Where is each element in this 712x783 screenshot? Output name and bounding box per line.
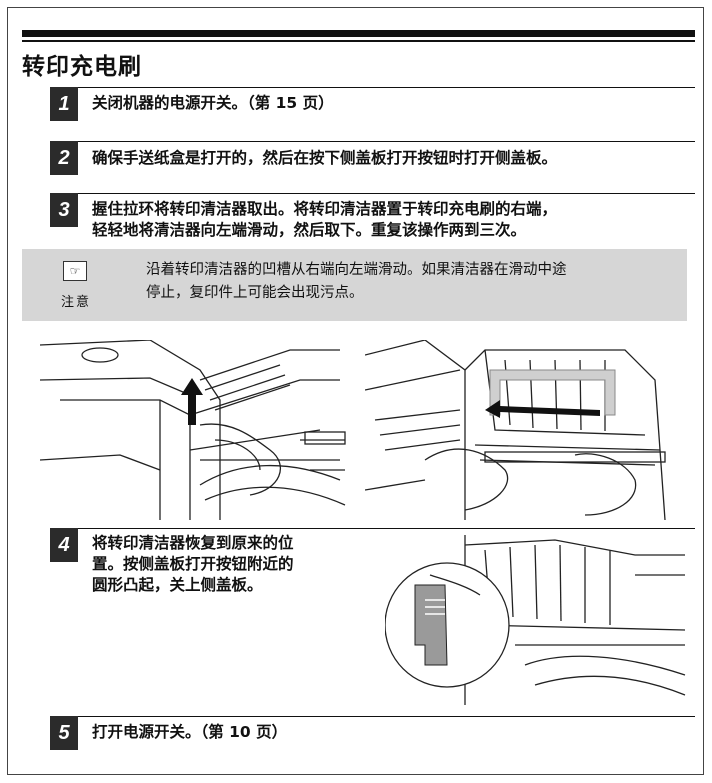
step-text: 确保手送纸盒是打开的，然后在按下侧盖板打开按钮时打开侧盖板。 — [92, 149, 558, 167]
step-number: 2 — [50, 141, 78, 175]
step-text-line-1: 将转印清洁器恢复到原来的位 — [92, 534, 294, 552]
note-text-line-1: 沿着转印清洁器的凹槽从右端向左端滑动。如果清洁器在滑动中途 — [146, 262, 567, 278]
step-number: 1 — [50, 87, 78, 121]
step-text-line-3: 圆形凸起，关上侧盖板。 — [92, 576, 263, 594]
note-label: 注意 — [61, 295, 92, 310]
step-rule — [50, 193, 695, 194]
illustration-slide-cleaner — [365, 340, 675, 520]
step-text: 关闭机器的电源开关。（第 15 页） — [92, 94, 334, 112]
header-rule-thin — [22, 40, 695, 42]
step-rule — [50, 141, 695, 142]
illustration-close-cover — [385, 535, 690, 705]
pointing-hand-icon: ☞ — [63, 261, 87, 281]
step-text-line-1: 握住拉环将转印清洁器取出。将转印清洁器置于转印充电刷的右端， — [92, 200, 558, 218]
note-text: 沿着转印清洁器的凹槽从右端向左端滑动。如果清洁器在滑动中途 停止，复印件上可能会… — [146, 259, 686, 305]
note-box: ☞ 注意 沿着转印清洁器的凹槽从右端向左端滑动。如果清洁器在滑动中途 停止，复印… — [22, 249, 687, 321]
step-text-line-2: 轻轻地将清洁器向左端滑动，然后取下。重复该操作两到三次。 — [92, 221, 527, 239]
step-number: 3 — [50, 193, 78, 227]
step-text: 打开电源开关。（第 10 页） — [92, 723, 288, 741]
header-rule-thick — [22, 30, 695, 37]
illustration-remove-cleaner — [40, 340, 350, 520]
step-text-line-2: 置。按侧盖板打开按钮附近的 — [92, 555, 294, 573]
page-title: 转印充电刷 — [22, 54, 142, 80]
step-number: 5 — [50, 716, 78, 750]
step-number: 4 — [50, 528, 78, 562]
step-rule — [50, 528, 695, 529]
note-text-line-2: 停止，复印件上可能会出现污点。 — [146, 285, 364, 301]
step-rule — [50, 716, 695, 717]
step-rule — [50, 87, 695, 88]
page-frame — [7, 7, 704, 775]
